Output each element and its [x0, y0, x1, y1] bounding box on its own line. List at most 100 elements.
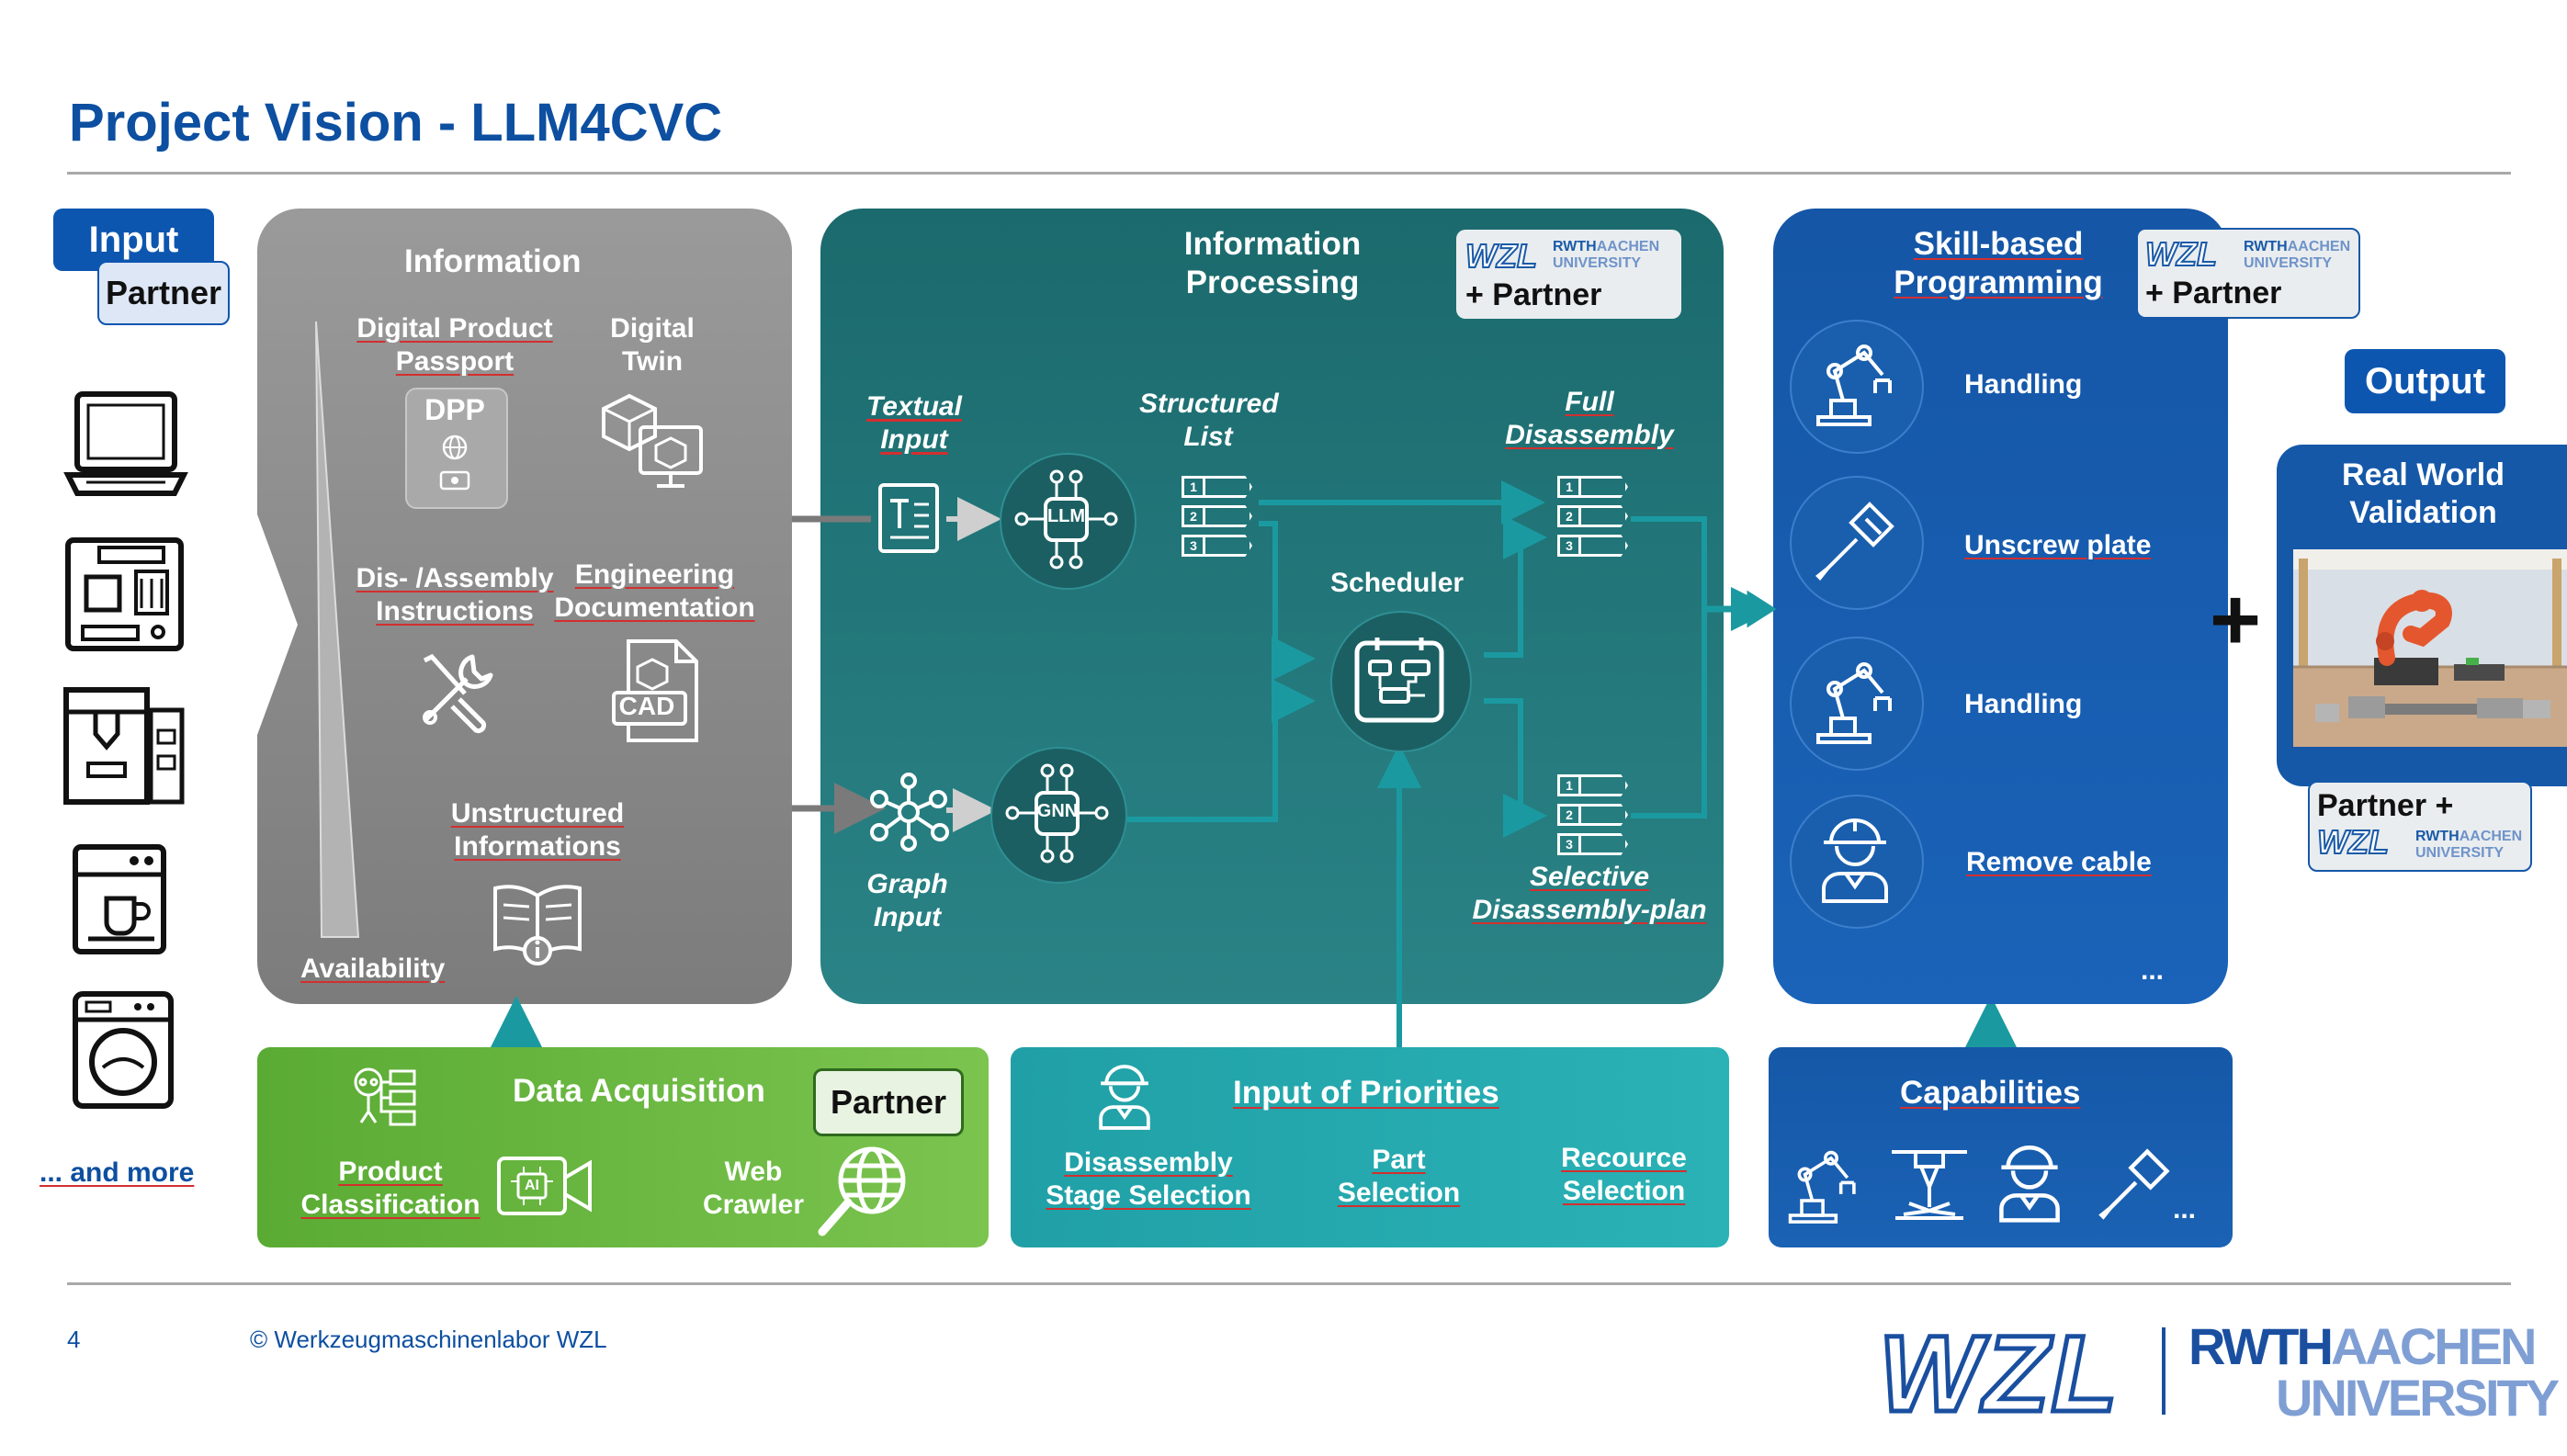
output-label: Output — [2364, 360, 2486, 401]
processing-partner-label: + Partner — [1465, 277, 1602, 312]
cad-document-icon — [612, 639, 698, 742]
coffee-machine-icon — [73, 844, 166, 954]
skills-wzl-logo: WZL — [2144, 234, 2218, 274]
skill-item-3: Handling — [1964, 689, 2083, 719]
skill-item-1: Handling — [1964, 369, 2083, 400]
output-badge: Output — [2345, 349, 2505, 413]
robot-arm-icon — [1816, 344, 1892, 426]
processing-panel — [820, 209, 1724, 1004]
llm-node — [1000, 453, 1136, 590]
page-number: 4 — [67, 1326, 81, 1353]
text-document-icon — [878, 483, 939, 553]
list-number: 2 — [1557, 804, 1581, 826]
input-partner-badge: Partner — [97, 261, 230, 325]
assembly-instructions-label: Dis- /Assembly Instructions — [356, 563, 554, 626]
screwdriver-icon — [2098, 1148, 2170, 1220]
plus-sign: + — [2210, 570, 2262, 669]
priorities-title: Input of Priorities — [1233, 1075, 1499, 1111]
university-text: UNIVERSITY — [2276, 1369, 2560, 1427]
skill-item-2: Unscrew plate — [1964, 530, 2152, 560]
engineering-documentation-label: Engineering Documentation — [554, 559, 755, 623]
robot-arm-icon — [1788, 1150, 1856, 1224]
output-partner-label: Partner + — [2317, 788, 2454, 823]
scheduler-label: Scheduler — [1330, 568, 1464, 598]
graph-input-label: Graph Input — [866, 869, 948, 932]
circuit-board-icon — [65, 537, 184, 651]
unstructured-label: Unstructured Informations — [450, 798, 625, 862]
capabilities-more: ... — [2173, 1194, 2197, 1225]
acquisition-partner-label: Partner — [830, 1083, 947, 1121]
skill-item-4: Remove cable — [1966, 847, 2152, 877]
skills-rwth-text: RWTH — [2244, 239, 2288, 254]
processing-rwth-text: RWTH — [1553, 239, 1597, 254]
selective-disassembly-list-icon: 1 2 3 — [1557, 774, 1628, 855]
skills-aachen-text: AACHEN — [2287, 239, 2351, 254]
and-more-link[interactable]: ... and more — [40, 1157, 195, 1188]
llm-label: LLM — [1046, 506, 1086, 526]
list-number: 1 — [1557, 476, 1581, 498]
logo-divider — [2162, 1327, 2166, 1415]
worker-icon — [1099, 1065, 1150, 1130]
copyright: © Werkzeugmaschinenlabor WZL — [250, 1326, 607, 1353]
footer-divider — [67, 1282, 2511, 1285]
availability-label: Availability — [300, 954, 446, 984]
skill-handling-1-node — [1790, 320, 1924, 454]
robot-arm-icon — [1816, 662, 1892, 744]
skills-to-output-arrow — [1704, 590, 1777, 628]
priorities-panel — [1011, 1047, 1729, 1247]
skills-title: Skill-based Programming — [1894, 226, 2103, 300]
structured-list-icon: 1 2 3 — [1182, 476, 1252, 557]
gnn-label: GNN — [1036, 801, 1079, 821]
3d-printer-icon — [63, 687, 185, 805]
part-selection-label: Part Selection — [1337, 1145, 1461, 1208]
laser-cutter-icon — [1892, 1150, 1967, 1220]
web-crawler-label: Web Crawler — [702, 1157, 805, 1220]
scheduler-icon — [1354, 638, 1444, 723]
rwth-logo: RWTHAACHEN UNIVERSITY — [2188, 1321, 2560, 1427]
skills-more: ... — [2141, 955, 2165, 986]
list-number: 3 — [1557, 833, 1581, 855]
structured-list-label: Structured List — [1139, 389, 1279, 452]
dpp-badge-label: DPP — [424, 393, 485, 426]
digital-twin-icon — [602, 393, 703, 488]
resource-selection-label: Recource Selection — [1561, 1143, 1687, 1206]
product-classification-label: Product Classification — [300, 1157, 481, 1220]
validation-title: Real World Validation — [2342, 457, 2505, 530]
scheduler-node — [1330, 611, 1472, 752]
ai-label: AI — [525, 1178, 539, 1193]
list-number: 2 — [1182, 505, 1205, 527]
processing-aachen-text: AACHEN — [1596, 239, 1660, 254]
laptop-icon — [63, 391, 188, 496]
output-university-text: UNIVERSITY — [2415, 845, 2505, 861]
id-card-icon — [439, 470, 470, 491]
list-number: 3 — [1182, 535, 1205, 557]
llm-chip-icon — [1014, 469, 1118, 570]
wzl-logo: WZL — [1877, 1312, 2120, 1438]
input-partner-label: Partner — [105, 274, 222, 311]
processing-wzl-logo: WZL — [1464, 236, 1538, 276]
processing-title: Information Processing — [1183, 226, 1362, 300]
list-number: 1 — [1182, 476, 1205, 498]
aachen-text: AACHEN — [2330, 1317, 2538, 1375]
output-wzl-logo: WZL — [2316, 822, 2390, 862]
full-disassembly-label: Full Disassembly — [1505, 387, 1674, 450]
ai-camera-icon — [497, 1157, 592, 1215]
information-title: Information — [404, 243, 582, 279]
gnn-node — [990, 747, 1127, 884]
globe-icon — [442, 435, 468, 460]
skills-partner-label: + Partner — [2145, 276, 2282, 310]
page-title: Project Vision - LLM4CVC — [69, 93, 723, 152]
worker-icon — [1999, 1146, 2060, 1223]
selective-disassembly-label: Selective Disassembly-plan — [1472, 862, 1707, 925]
processing-university-text: UNIVERSITY — [1553, 255, 1642, 271]
list-number: 1 — [1557, 774, 1581, 796]
book-info-icon — [493, 885, 582, 965]
worker-icon — [1822, 818, 1888, 903]
gnn-chip-icon — [1005, 763, 1109, 863]
list-number: 3 — [1557, 535, 1581, 557]
web-search-icon — [818, 1146, 906, 1236]
input-badge: Input — [53, 209, 214, 271]
